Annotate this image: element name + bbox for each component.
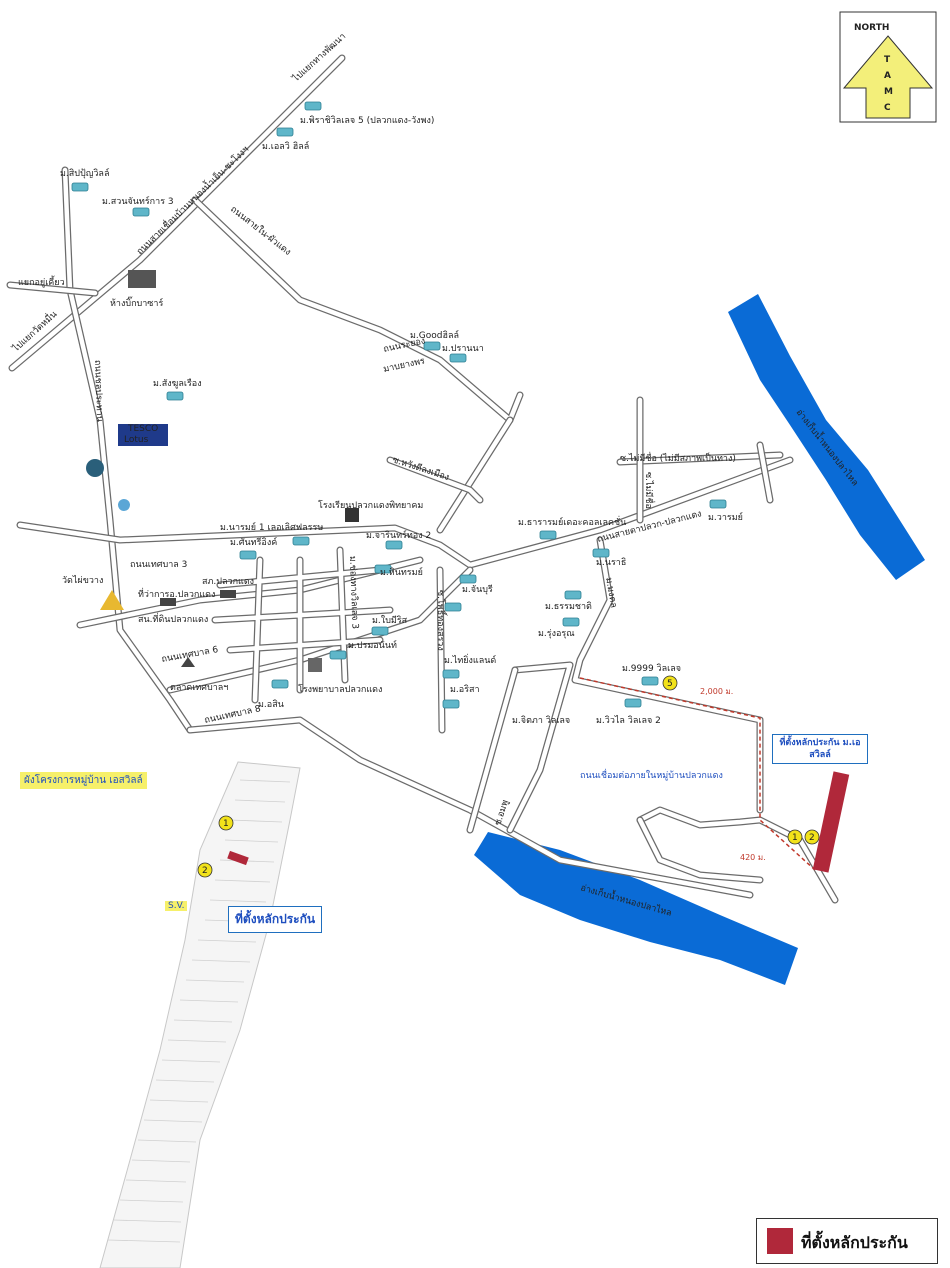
project-plan (99, 761, 301, 1268)
label-v-9999: ม.9999 วิลเลจ (622, 663, 681, 674)
badge-2: 2 (809, 833, 815, 843)
label-v-sap: ม.ศันทรีอิงค์ (230, 536, 277, 548)
label-v-prem: ม.ปรมอนันท์ (348, 639, 397, 651)
label-road-upper: ถนนสายใน-ผัวแดง (228, 204, 293, 258)
label-road-pho: ซ.โพธิ์ทองสรวง (435, 590, 448, 651)
label-top-village-1: ม.พิราชิวิลเลจ 5 (ปลวกแดง-วังพง) (300, 115, 434, 126)
label-top-village-2: ม.เอลวิ ฮิลล์ (262, 140, 309, 152)
label-market: ตลาดเทศบาลฯ (170, 683, 228, 693)
label-dept: สน.ที่ดินปลวกแดง (138, 612, 208, 625)
badges (197, 675, 820, 878)
label-road-link: ถนนเชื่อมต่อภายในหมู่บ้านปลวกแดง (580, 768, 723, 781)
label-v-rung: ม.รุ่งอรุณ (538, 629, 575, 639)
plan-tag: S.V. (165, 901, 188, 911)
label-school: โรงเรียนปลวกแดงพิทยาคม (318, 500, 423, 511)
badge-1: 1 (792, 833, 798, 843)
label-plawk: มาบยางพร (383, 356, 427, 375)
plan-collateral-callout: ที่ตั้งหลักประกัน (228, 906, 323, 933)
label-v-tharn: ม.ธารารมย์เดอะคอลเลคชั่น (518, 515, 626, 528)
project-plan-title: ผังโครงการหมู่บ้าน เอสวิลล์ (20, 772, 147, 789)
badge-5: 5 (667, 679, 673, 689)
collateral-callout: ที่ตั้งหลักประกัน ม.เอสวิลล์ (772, 734, 868, 764)
label-v-jira: ม.จิตภา วิลเลจ (512, 715, 570, 726)
label-v-tara: ม.อริสา (450, 684, 480, 695)
label-dist-2000: 2,000 ม. (700, 687, 733, 696)
label-soi-mid: ซ.หวังดีลงเมือง (391, 454, 450, 483)
label-v-warom: ม.วารมย์ (708, 511, 743, 523)
label-dist-420: 420 ม. (740, 853, 766, 862)
label-v-mai: ม.ใบมีริส (372, 615, 408, 626)
label-soi-right: ซ.ไม่มีชื่อ (ไม่มีสภาพเป็นทาง) (620, 451, 736, 464)
village-icons (71, 101, 727, 709)
landmark-icons (86, 270, 359, 672)
label-v-asawin: ม.อสิน (258, 699, 284, 710)
label-v-wiwi: ม.วิวไล วิลเลจ 2 (596, 715, 661, 726)
label-police: สภ.ปลวกแดง (202, 577, 254, 587)
road-network (6, 54, 839, 904)
label-v-nar: ม.นราธิ (596, 557, 626, 568)
label-v-chong: ม.ช่องทางวิลเลจ 3 (347, 556, 361, 629)
label-lotus: Lotus (124, 435, 149, 445)
north-letter-t: T (884, 55, 891, 65)
route-to-collateral (579, 677, 816, 871)
legend-label: ที่ตั้งหลักประกัน (801, 1233, 908, 1252)
legend: ที่ตั้งหลักประกัน (756, 1218, 938, 1264)
reservoir-lower (474, 832, 798, 985)
label-left-village-3: ม.สังฆูลเรือง (153, 378, 202, 389)
label-wat: วัดไผ่ขวาง (62, 575, 103, 586)
label-v-kong: ม.จันบุรี (462, 584, 493, 595)
label-junction-left: แยกอยู่เคี้ยว (18, 275, 65, 288)
label-v-nam: ม.หินทรมย์ (380, 566, 423, 578)
label-office: ที่ว่าการอ.ปลวกแดง (138, 587, 215, 600)
label-left-village-1: ม.สิปปุ้ญวิลล์ (60, 167, 109, 179)
label-road-main-v: ถนนชลประทาน (92, 360, 104, 422)
north-title: NORTH (854, 23, 889, 33)
label-v-narong: ม.นารมย์ 1 เลอเลิศฟลรรษ (220, 521, 323, 533)
north-letter-m: M (884, 87, 893, 97)
label-hospital: โรงพยาบาลปลวกแดง (298, 684, 382, 695)
label-mall: ห้างบิ๊กบาซาร์ (110, 296, 163, 309)
badge-plan-2: 2 (202, 866, 208, 876)
label-soi-right2: ซ.ไม่มีชื่อ (643, 472, 656, 509)
label-left-village-2: ม.สวนจันทร์การ 3 (102, 195, 174, 207)
label-road-chomp: ซ.อมพู (493, 799, 511, 827)
reservoir-upper (728, 294, 925, 580)
label-v-jarin: ม.จารินทร์ทอง 2 (366, 529, 431, 541)
label-tesco: TESCO (127, 424, 158, 434)
legend-swatch (767, 1228, 793, 1254)
label-good-village: ม.Goodฮิลล์ (410, 329, 459, 341)
badge-plan-1: 1 (223, 819, 229, 829)
north-arrow (839, 11, 937, 123)
label-pranom: ม.ปรานนา (442, 344, 484, 354)
collateral-marker (812, 771, 850, 873)
north-letter-a: A (884, 71, 891, 81)
label-road-tesban3: ถนนเทศบาล 3 (130, 560, 187, 570)
label-v-world: ม.ไทยิ่งแลนด์ (444, 653, 496, 666)
north-letter-c: C (884, 103, 891, 113)
label-v-tham: ม.ธรรมชาติ (545, 601, 592, 612)
